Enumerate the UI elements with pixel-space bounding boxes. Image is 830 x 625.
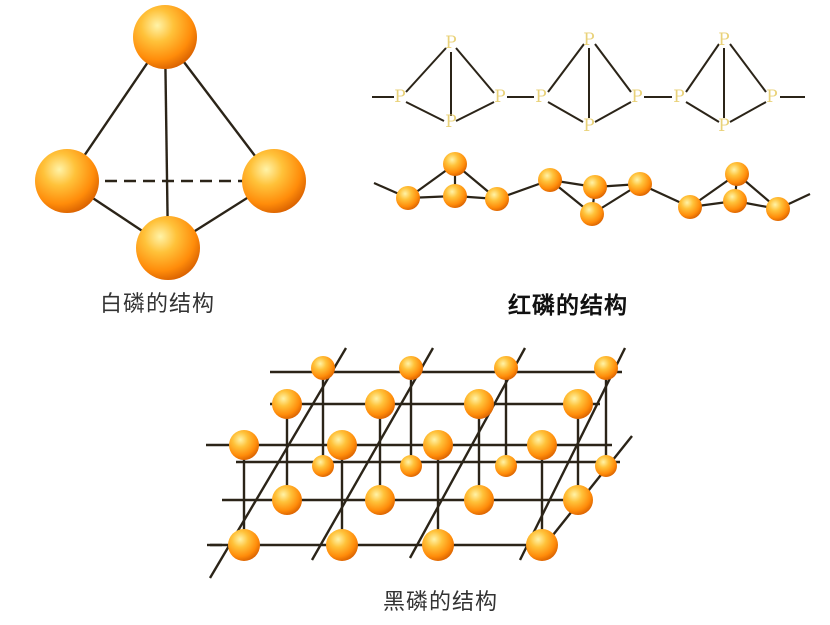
phosphorus-atom-label: P xyxy=(583,116,594,136)
phosphorus-atom-label: P xyxy=(445,112,456,132)
phosphorus-atom-label: P xyxy=(583,30,594,50)
white-phosphorus-caption: 白磷的结构 xyxy=(100,292,216,317)
red-phosphorus-caption: 红磷的结构 xyxy=(508,293,628,319)
black-phosphorus-caption: 黑磷的结构 xyxy=(383,590,499,615)
phosphorus-atom-label: P xyxy=(535,87,546,107)
white-phosphorus-atoms xyxy=(35,5,306,280)
red-phosphorus-p-chain xyxy=(372,43,805,123)
phosphorus-atom-label: P xyxy=(394,87,405,107)
phosphorus-atom-label: P xyxy=(718,116,729,136)
phosphorus-atom-label: P xyxy=(494,87,505,107)
black-phosphorus-atoms xyxy=(228,356,618,561)
phosphorus-atom-label: P xyxy=(631,87,642,107)
red-phosphorus-p-labels: P P P P P P P P P P P P xyxy=(394,30,777,136)
phosphorus-atom-label: P xyxy=(718,30,729,50)
red-phosphorus-atoms xyxy=(396,152,790,226)
phosphorus-atom-label: P xyxy=(766,87,777,107)
phosphorus-atom-label: P xyxy=(673,87,684,107)
phosphorus-atom-label: P xyxy=(445,33,456,53)
